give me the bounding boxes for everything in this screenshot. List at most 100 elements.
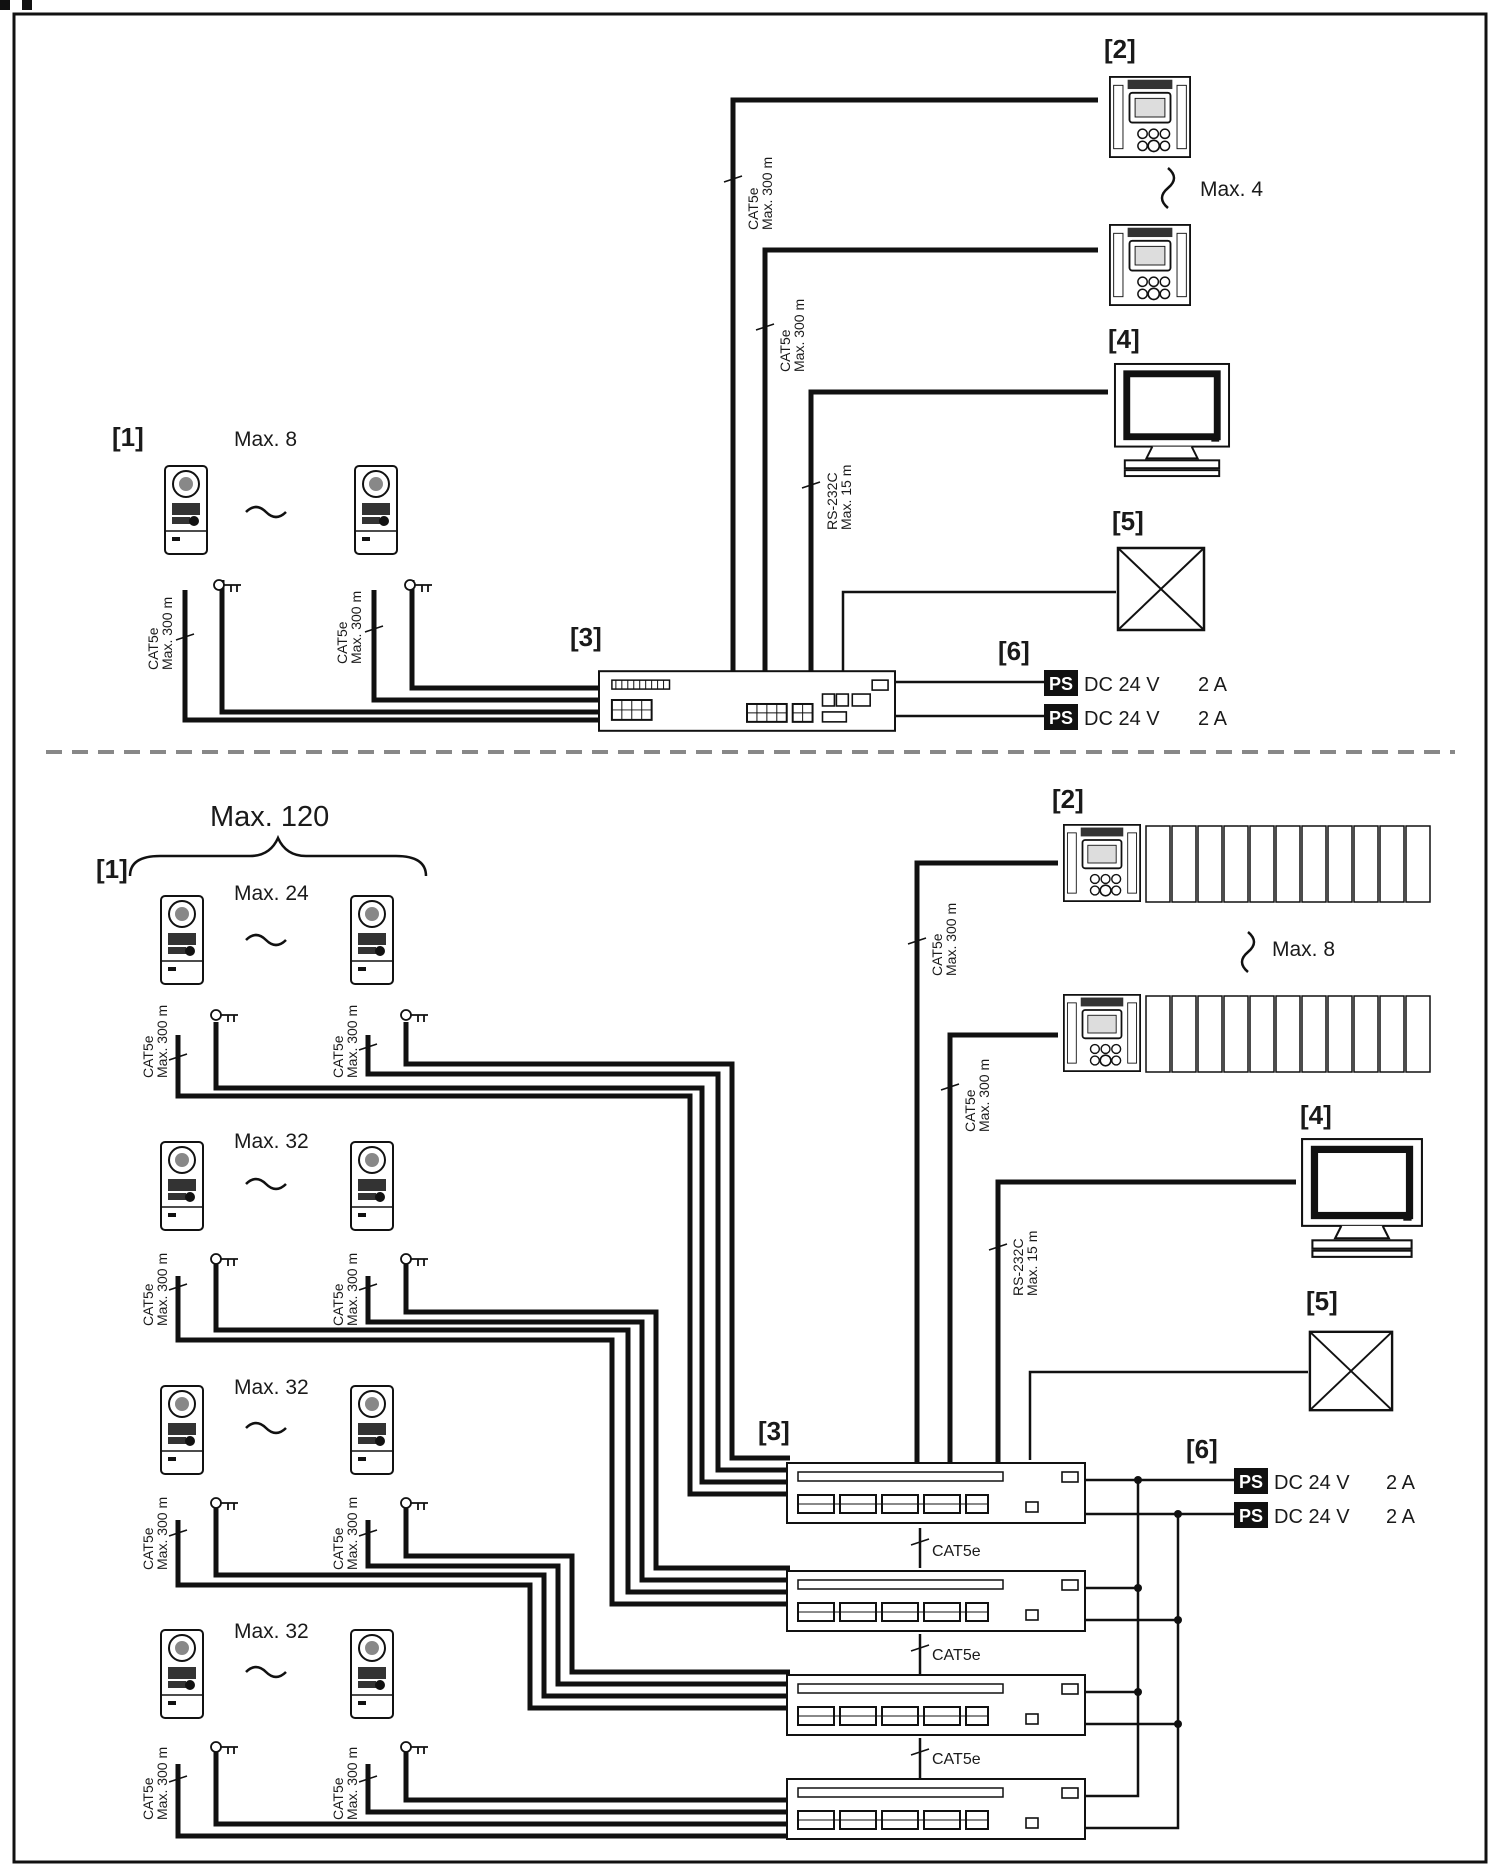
cable-type: CAT5e xyxy=(330,1777,346,1820)
cable-type: CAT5e xyxy=(145,627,161,670)
controller-unit xyxy=(598,670,896,732)
cable-length: Max. 15 m xyxy=(838,465,854,530)
cable-length: Max. 300 m xyxy=(344,1005,360,1078)
cable xyxy=(762,247,1098,672)
cable-length: Max. 300 m xyxy=(759,157,775,230)
cable-type: RS-232C xyxy=(824,472,840,530)
cable xyxy=(213,1022,790,1485)
cable xyxy=(365,1764,790,1815)
max-group: Max. 24 xyxy=(234,882,309,905)
wavy-line xyxy=(1160,167,1176,209)
cable xyxy=(947,1032,1058,1506)
ps-voltage: DC 24 V xyxy=(1274,1506,1350,1528)
door-panel xyxy=(160,894,204,986)
key-switch-icon xyxy=(400,1497,429,1511)
diagram-frame xyxy=(12,12,1488,1864)
cable xyxy=(403,1022,790,1461)
label-controller: [3] xyxy=(758,1416,790,1446)
cable xyxy=(995,1179,1296,1506)
controller-unit xyxy=(786,1778,1086,1840)
max-total: Max. 120 xyxy=(210,801,329,833)
label-pc: [4] xyxy=(1300,1100,1332,1130)
cable-type: CAT5e xyxy=(962,1089,978,1132)
door-panel xyxy=(350,1628,394,1720)
ps-unit: PS DC 24 V 2 A xyxy=(1234,1468,1416,1494)
label-relay: [5] xyxy=(1112,506,1144,536)
cable xyxy=(365,1035,790,1473)
key-switch-icon xyxy=(404,579,433,593)
ps-unit: PS DC 24 V 2 A xyxy=(1044,670,1228,696)
pc-monitor-icon xyxy=(1302,1139,1422,1257)
cable xyxy=(403,1508,790,1675)
ps-unit: PS DC 24 V 2 A xyxy=(1234,1502,1416,1528)
key-switch-icon xyxy=(400,1253,429,1267)
cable-type: CAT5e xyxy=(140,1283,156,1326)
door-panel xyxy=(160,1628,204,1720)
cable-type: CAT5e xyxy=(140,1035,156,1078)
key-switch-icon xyxy=(400,1741,429,1755)
ps-unit: PS DC 24 V 2 A xyxy=(1044,704,1228,730)
cable-type: CAT5e xyxy=(140,1527,156,1570)
wavy-line xyxy=(245,505,287,519)
ps-voltage: DC 24 V xyxy=(1274,1472,1350,1494)
cascade-link-label: CAT5e xyxy=(932,1751,981,1768)
label-relay: [5] xyxy=(1306,1286,1338,1316)
station-bank xyxy=(1062,824,1431,903)
max-panels: Max. 8 xyxy=(234,428,297,451)
cable xyxy=(175,1520,790,1711)
cable-type: CAT5e xyxy=(140,1777,156,1820)
max-group: Max. 32 xyxy=(234,1130,309,1153)
corner-marker xyxy=(22,0,32,10)
cable xyxy=(841,590,1116,672)
cascade-link-label: CAT5e xyxy=(932,1543,981,1560)
cable-type: CAT5e xyxy=(330,1527,346,1570)
label-panels: [1] xyxy=(96,854,128,884)
door-panel xyxy=(354,464,398,556)
wavy-line xyxy=(245,933,287,947)
cable-length: Max. 300 m xyxy=(154,1253,170,1326)
max-group: Max. 32 xyxy=(234,1620,309,1643)
ps-current: 2 A xyxy=(1386,1506,1416,1528)
cable-type: RS-232C xyxy=(1010,1238,1026,1296)
label-psu: [6] xyxy=(998,636,1030,666)
cable-type: CAT5e xyxy=(745,187,761,230)
cable-length: Max. 300 m xyxy=(344,1747,360,1820)
max-group: Max. 32 xyxy=(234,1376,309,1399)
ps-current: 2 A xyxy=(1198,674,1228,696)
door-panel xyxy=(350,894,394,986)
key-switch-icon xyxy=(213,579,242,593)
station-bank xyxy=(1062,994,1431,1073)
label-controller: [3] xyxy=(570,622,602,652)
max-stations: Max. 4 xyxy=(1200,178,1263,201)
cable-type: CAT5e xyxy=(330,1283,346,1326)
key-switch-icon xyxy=(210,1009,239,1023)
wavy-line xyxy=(1240,931,1256,973)
cable-length: Max. 300 m xyxy=(154,1747,170,1820)
ps-badge: PS xyxy=(1049,708,1073,728)
cable xyxy=(914,860,1058,1506)
corner-marker xyxy=(0,0,10,10)
key-switch-icon xyxy=(210,1253,239,1267)
cable xyxy=(365,1276,790,1583)
cable-length: Max. 300 m xyxy=(348,591,364,664)
door-panel xyxy=(160,1140,204,1232)
key-switch-icon xyxy=(210,1741,239,1755)
cable xyxy=(182,590,598,723)
cable xyxy=(730,97,1098,672)
brace xyxy=(128,834,428,877)
cable xyxy=(403,1752,790,1803)
cascade-link-label: CAT5e xyxy=(932,1647,981,1664)
cable xyxy=(175,1035,790,1497)
label-panels: [1] xyxy=(112,422,144,452)
wavy-line xyxy=(245,1421,287,1435)
ps-badge: PS xyxy=(1239,1472,1263,1492)
cable xyxy=(175,1764,790,1839)
ps-current: 2 A xyxy=(1386,1472,1416,1494)
cable-length: Max. 300 m xyxy=(154,1005,170,1078)
cable-length: Max. 300 m xyxy=(976,1059,992,1132)
label-pc: [4] xyxy=(1108,324,1140,354)
cable-type: CAT5e xyxy=(334,621,350,664)
cable-length: Max. 300 m xyxy=(943,903,959,976)
key-switch-icon xyxy=(400,1009,429,1023)
